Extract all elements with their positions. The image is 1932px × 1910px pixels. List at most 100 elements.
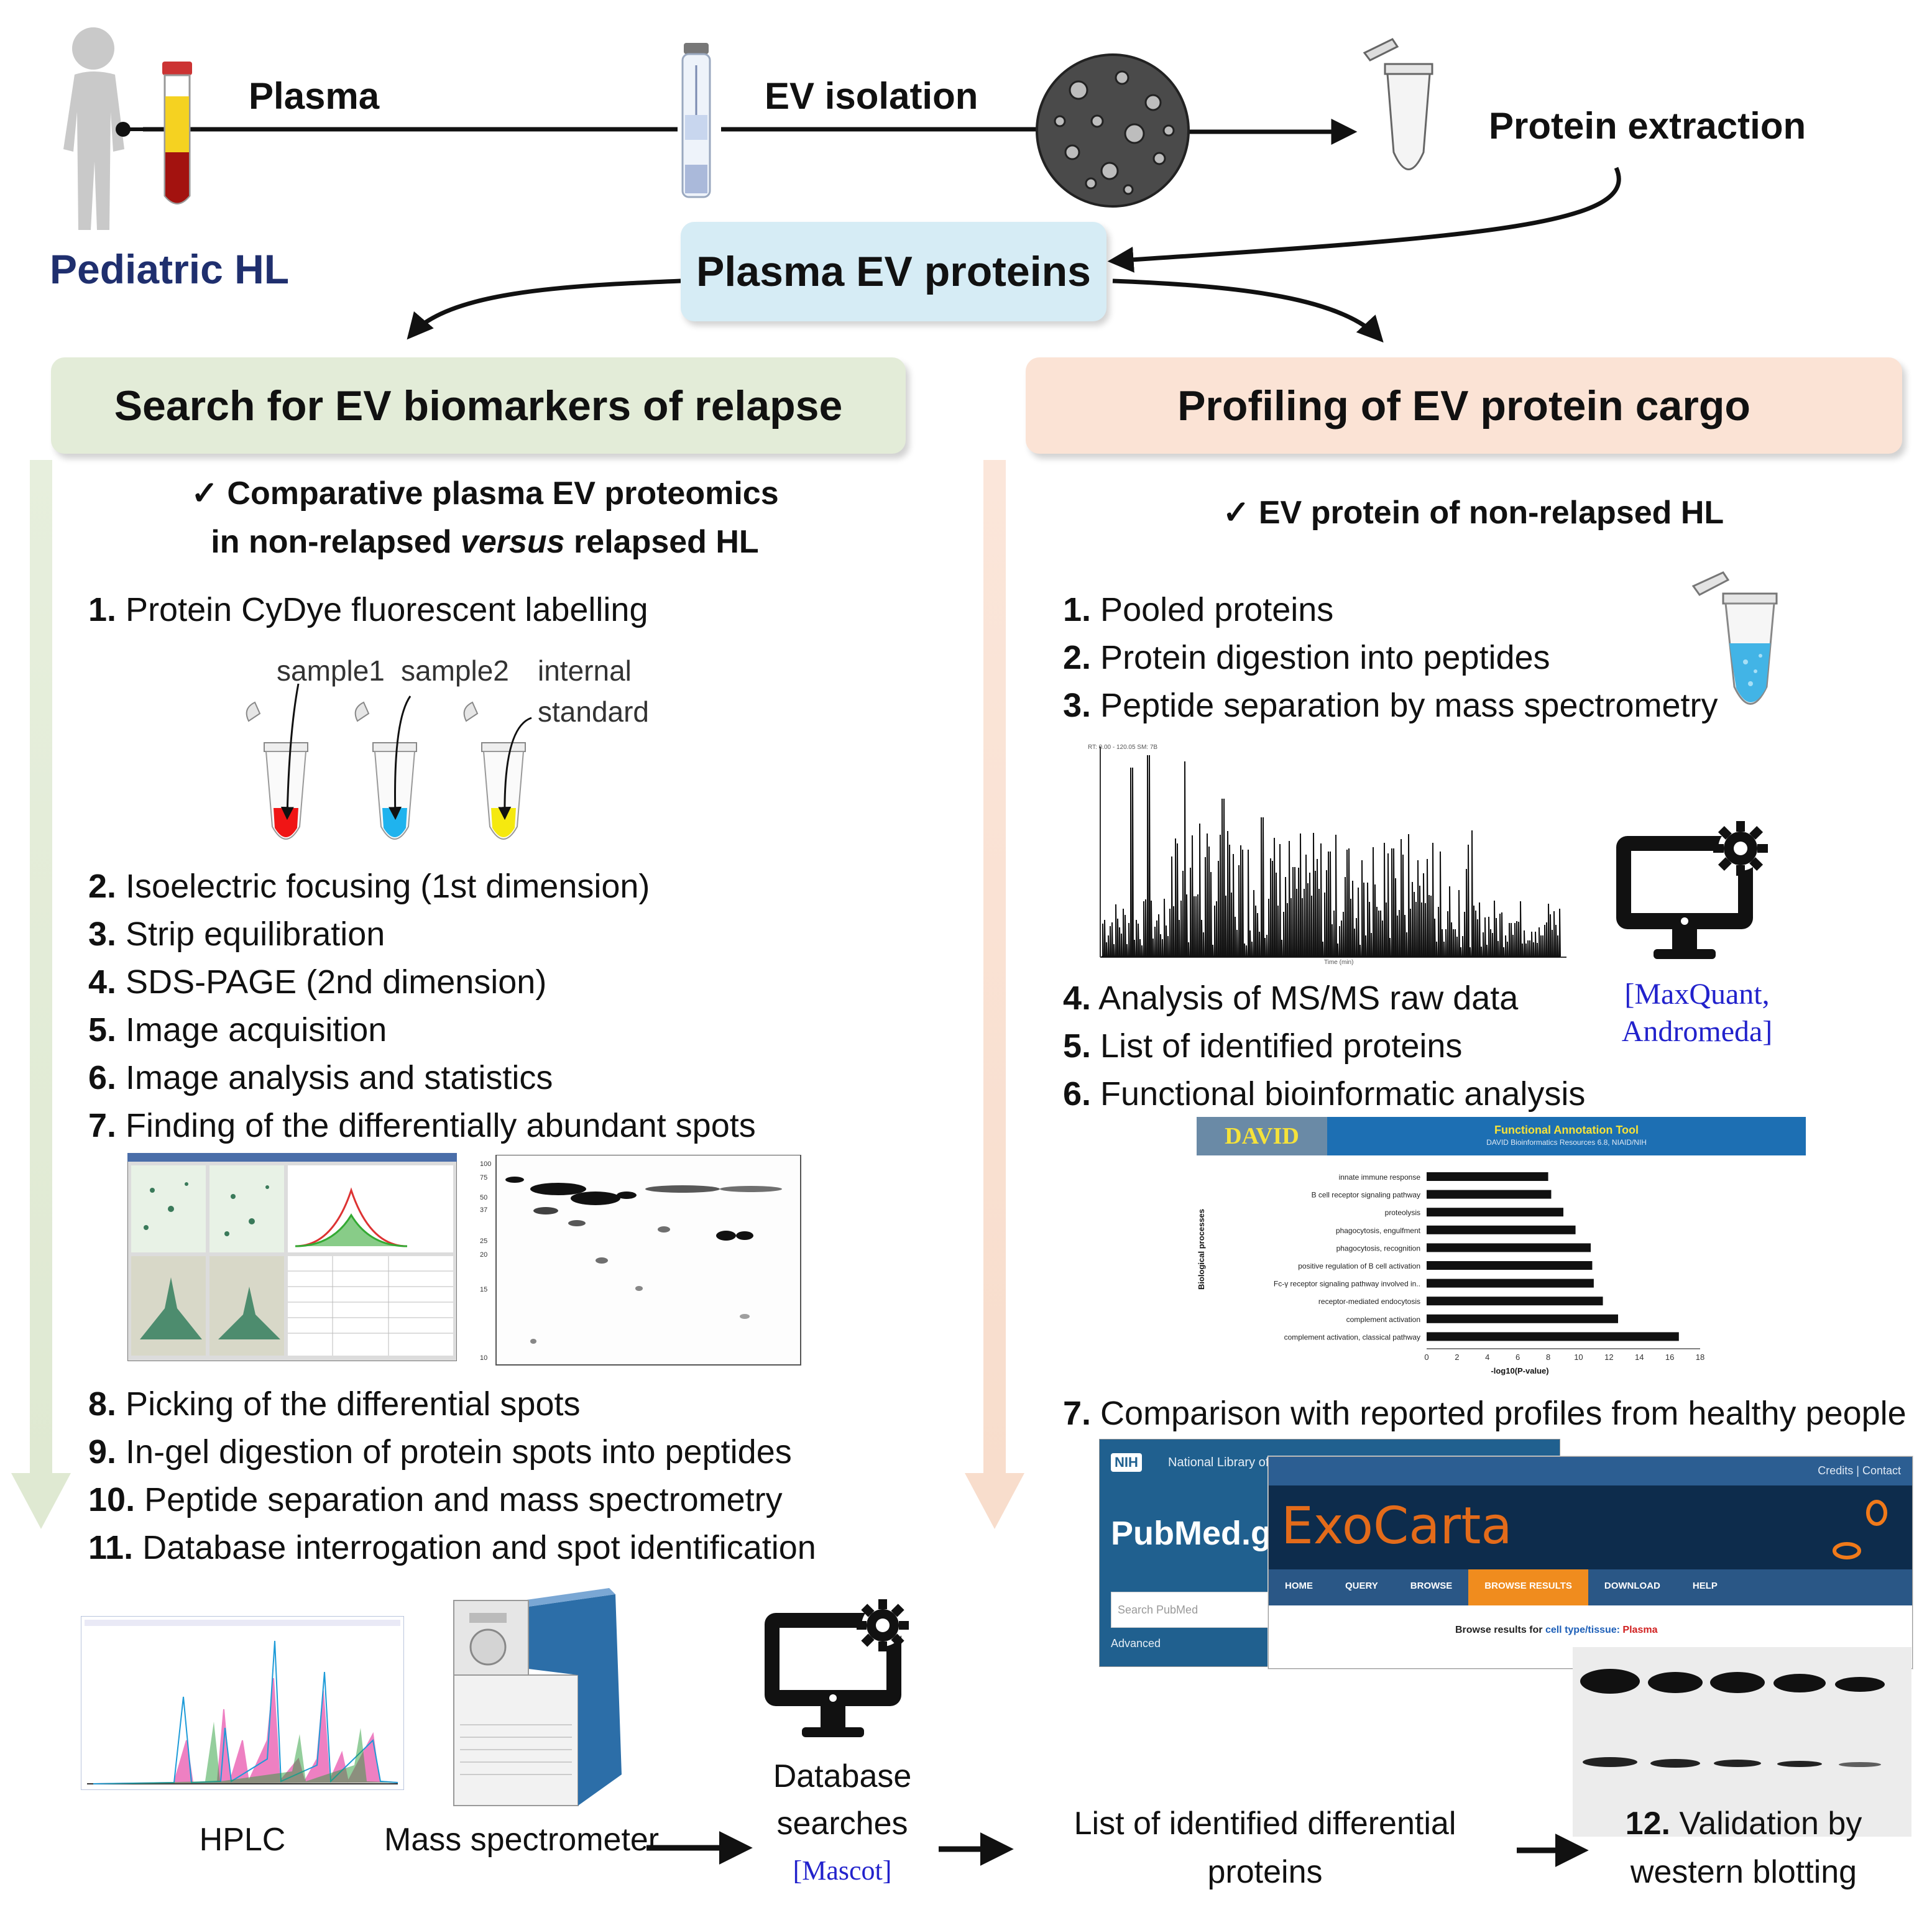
david-category-label: complement activation, classical pathway (1284, 1333, 1420, 1341)
nav-browse-results[interactable]: BROWSE RESULTS (1468, 1569, 1588, 1605)
exocarta-nav: HOME QUERY BROWSE BROWSE RESULTS DOWNLOA… (1269, 1569, 1912, 1605)
database-computer-icon (765, 1599, 909, 1737)
left-flow-head (11, 1473, 71, 1529)
svg-text:RT: 0.00 - 120.05 SM: 7B: RT: 0.00 - 120.05 SM: 7B (1088, 744, 1157, 751)
svg-text:75: 75 (480, 1174, 487, 1182)
exocarta-topbar: Credits | Contact (1269, 1457, 1912, 1485)
step-text: Pooled proteins (1091, 591, 1334, 628)
analysis-computer-icon (1616, 821, 1768, 959)
david-banner: DAVID Functional Annotation Tool DAVID B… (1197, 1117, 1806, 1155)
left-step-9: 9. In-gel digestion of protein spots int… (88, 1433, 792, 1471)
david-bar (1427, 1332, 1679, 1341)
pubmed-search-placeholder: Search PubMed (1118, 1604, 1198, 1616)
browse-value: Plasma (1619, 1625, 1658, 1635)
right-step-1: 1. Pooled proteins (1063, 590, 1333, 629)
maxquant-line1: [MaxQuant, (1624, 978, 1770, 1011)
right-step-6: 6. Functional bioinformatic analysis (1063, 1075, 1585, 1113)
step-text: In-gel digestion of protein spots into p… (116, 1433, 792, 1471)
david-tick-label: 0 (1424, 1352, 1428, 1362)
extraction-to-ev-proteins-arrow (1107, 167, 1621, 273)
step-number: 8. (88, 1385, 117, 1423)
validation-line1: 12. Validation by (1591, 1799, 1896, 1848)
step-text: Peptide separation and mass spectrometry (135, 1481, 783, 1518)
exocarta-top-links[interactable]: Credits | Contact (1818, 1464, 1901, 1477)
step-text: Protein CyDye fluorescent labelling (116, 591, 648, 628)
left-step-4: 4. SDS-PAGE (2nd dimension) (88, 963, 546, 1001)
left-flow-shaft (30, 460, 52, 1479)
protein-extraction-label: Protein extraction (1489, 105, 1806, 147)
ms-spectrum-image: RT: 0.00 - 120.05 SM: 7B Time (min) (1088, 744, 1566, 966)
nav-download[interactable]: DOWNLOAD (1604, 1581, 1660, 1591)
left-step-6: 6. Image analysis and statistics (88, 1058, 553, 1097)
left-step-3: 3. Strip equilibration (88, 915, 385, 953)
pediatric-hl-label: Pediatric HL (50, 246, 290, 292)
right-step-2: 2. Protein digestion into peptides (1063, 638, 1550, 677)
step-text: Analysis of MS/MS raw data (1091, 980, 1519, 1017)
step-text: Picking of the differential spots (116, 1385, 581, 1423)
ev-isolation-label: EV isolation (765, 75, 978, 117)
step-text: SDS-PAGE (2nd dimension) (116, 963, 547, 1001)
david-tick-label: 8 (1546, 1352, 1550, 1362)
david-bar (1427, 1172, 1548, 1181)
database-searches-label: Database searches [Mascot] (758, 1753, 926, 1894)
step-number: 6. (1063, 1075, 1092, 1113)
hplc-label: HPLC (199, 1822, 286, 1858)
david-logo: DAVID (1197, 1117, 1327, 1155)
nav-query[interactable]: QUERY (1345, 1581, 1378, 1591)
step-number: 5. (88, 1011, 117, 1049)
right-panel-header: Profiling of EV protein cargo (1026, 357, 1902, 454)
step-number: 2. (1063, 639, 1092, 676)
nav-browse[interactable]: BROWSE (1410, 1581, 1453, 1591)
step-number: 9. (88, 1433, 117, 1471)
david-tick-label: 2 (1455, 1352, 1459, 1362)
pubmed-advanced-link[interactable]: Advanced (1111, 1637, 1161, 1650)
tube-label-standard: standard (538, 696, 650, 728)
tube-label-sample1: sample1 (277, 654, 385, 687)
pubmed-search-input[interactable]: Search PubMed (1111, 1592, 1274, 1628)
right-flow-head (965, 1473, 1024, 1529)
left-step-1: 1. Protein CyDye fluorescent labelling (88, 590, 648, 629)
tube-red (246, 684, 308, 840)
plasma-ev-proteins-label: Plasma EV proteins (696, 248, 1091, 295)
david-tick-label: 10 (1574, 1352, 1583, 1362)
step-text: Isoelectric focusing (1st dimension) (116, 868, 650, 905)
david-category-label: phagocytosis, engulfment (1336, 1226, 1421, 1235)
pooled-proteins-tube-icon (1691, 571, 1778, 705)
left-step-8: 8. Picking of the differential spots (88, 1385, 580, 1423)
left-subtitle-part-c: relapsed HL (564, 524, 759, 560)
david-category-label: innate immune response (1339, 1173, 1421, 1182)
step-number: 4. (1063, 980, 1092, 1017)
exocarta-logo: ExoCarta (1281, 1497, 1512, 1556)
david-tick-label: 6 (1516, 1352, 1520, 1362)
maxquant-line2: Andromeda] (1621, 1015, 1773, 1048)
svg-text:20: 20 (480, 1251, 487, 1259)
mass-spectrometer-image (453, 1588, 622, 1806)
image-analysis-screenshot (127, 1153, 457, 1361)
left-step-11: 11. Database interrogation and spot iden… (88, 1528, 816, 1567)
step-number: 4. (88, 963, 117, 1001)
left-step-7: 7. Finding of the differentially abundan… (88, 1106, 756, 1145)
pubmed-logo: PubMed.g (1111, 1515, 1271, 1552)
david-bar (1427, 1190, 1552, 1199)
nav-help[interactable]: HELP (1692, 1581, 1718, 1591)
nav-home[interactable]: HOME (1285, 1581, 1313, 1591)
svg-text:50: 50 (480, 1194, 487, 1201)
david-category-label: proteolysis (1385, 1208, 1420, 1217)
david-category-label: positive regulation of B cell activation (1298, 1262, 1420, 1270)
right-panel-title: Profiling of EV protein cargo (1177, 382, 1750, 429)
david-category-label: receptor-mediated endocytosis (1318, 1297, 1420, 1306)
to-left-panel-arrow (407, 278, 681, 340)
hplc-chromatogram-image (81, 1616, 404, 1790)
step-text: List of identified proteins (1091, 1027, 1463, 1065)
mass-spectrometer-label: Mass spectrometer (384, 1822, 660, 1858)
step-text: Finding of the differentially abundant s… (116, 1107, 756, 1144)
step-number: 1. (88, 591, 117, 628)
step-number: 10. (88, 1481, 136, 1518)
step-number: 11. (88, 1529, 134, 1566)
david-xlabel: -log10(P-value) (1491, 1366, 1548, 1375)
tube-blue (354, 696, 417, 840)
maxquant-label: [MaxQuant, Andromeda] (1591, 976, 1803, 1050)
david-bar (1427, 1225, 1576, 1234)
right-flow-shaft (983, 460, 1006, 1479)
